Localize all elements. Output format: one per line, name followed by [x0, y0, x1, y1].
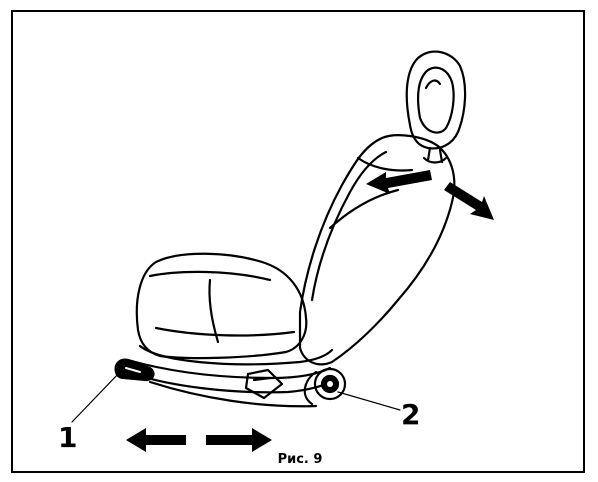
slide-lever — [114, 358, 155, 382]
recline-arrows — [366, 170, 494, 220]
figure-frame — [11, 10, 585, 473]
backrest — [298, 134, 456, 366]
arrow-left-icon — [126, 428, 186, 452]
callout-label-2: 2 — [401, 398, 421, 431]
slide-arrows — [126, 428, 272, 452]
leader-lines — [71, 371, 401, 423]
seat-base — [126, 358, 336, 408]
arrow-back-icon — [444, 182, 494, 220]
leader-line-2 — [337, 391, 401, 411]
headrest — [405, 50, 467, 164]
figure-caption: Рис. 9 — [277, 452, 323, 467]
arrow-right-icon — [206, 428, 272, 452]
leader-line-1 — [71, 371, 121, 423]
recline-knob — [303, 367, 347, 406]
seat-cushion — [135, 252, 334, 366]
arrow-forward-icon — [366, 170, 432, 194]
callout-label-1: 1 — [58, 421, 78, 454]
